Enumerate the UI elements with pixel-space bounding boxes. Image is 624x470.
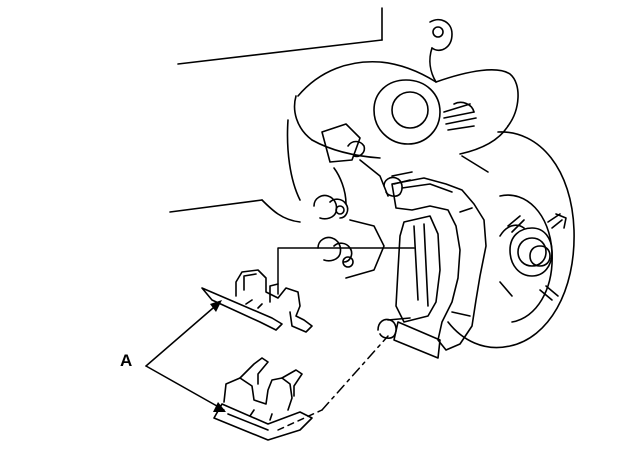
pad-retaining-clip-lower <box>213 357 313 441</box>
arrowhead-lower <box>213 402 226 412</box>
leader-lines <box>145 247 415 431</box>
caliper-pin-upper <box>383 171 413 197</box>
leader-line-bracket <box>277 247 415 295</box>
leader-line-dashed-upper <box>321 335 389 411</box>
leader-line-upper <box>145 301 221 367</box>
leader-line-dashed <box>277 409 323 431</box>
brake-pad <box>395 215 441 323</box>
callout-label: A <box>120 351 133 370</box>
wheel-hub <box>499 213 567 301</box>
mounting-bolts <box>313 194 385 279</box>
pad-retaining-clip-upper <box>201 269 313 333</box>
arrowheads <box>210 300 226 412</box>
body-panel-outline <box>169 7 383 223</box>
brake-caliper-bracket <box>391 177 487 359</box>
arrowhead-upper <box>210 300 222 312</box>
steering-knuckle <box>293 18 519 205</box>
leader-line-lower <box>145 365 225 411</box>
